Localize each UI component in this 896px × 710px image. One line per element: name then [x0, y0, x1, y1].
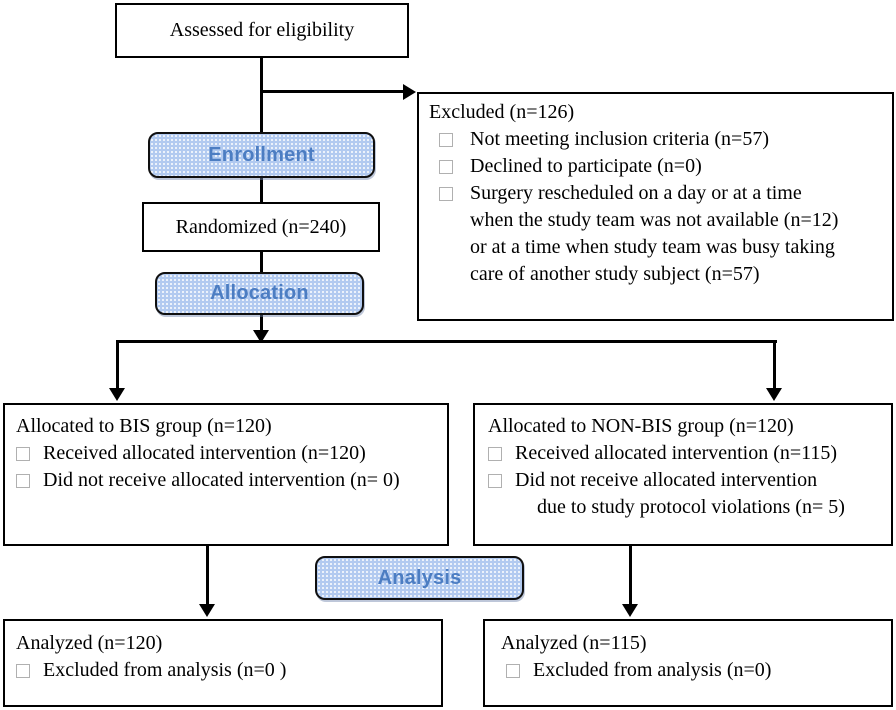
connector-assessed-to-randomized — [260, 56, 263, 202]
analyzed-nonbis-item-1: Excluded from analysis (n=0) — [501, 657, 887, 684]
allocated-bis-title: Allocated to BIS group (n=120) — [16, 415, 272, 437]
excluded-item-3-line-4: care of another study subject (n=57) — [470, 263, 760, 285]
allocated-bis-item-1: Received allocated intervention (n=120) — [16, 440, 443, 467]
enrollment-stage-pill: Enrollment — [148, 132, 375, 178]
analyzed-nonbis-title: Analyzed (n=115) — [501, 632, 647, 654]
excluded-title: Excluded (n=126) — [429, 101, 575, 123]
analyzed-bis-title: Analyzed (n=120) — [16, 632, 163, 654]
excluded-item-2: Declined to participate (n=0) — [429, 153, 884, 180]
excluded-box: Excluded (n=126) Not meeting inclusion c… — [417, 92, 894, 321]
assessed-label: Assessed for eligibility — [169, 19, 355, 41]
allocated-nonbis-title: Allocated to NON-BIS group (n=120) — [488, 415, 794, 437]
connector-split-bar — [116, 340, 777, 343]
randomized-box: Randomized (n=240) — [142, 202, 380, 252]
square-bullet-icon — [16, 474, 30, 488]
allocated-nonbis-item-2-line-1: Did not receive allocated intervention — [515, 469, 818, 491]
allocated-bis-item-2-text: Did not receive allocated intervention (… — [43, 469, 400, 491]
square-bullet-icon — [439, 160, 453, 174]
allocated-nonbis-item-1-text: Received allocated intervention (n=115) — [515, 442, 838, 464]
excluded-item-1-text: Not meeting inclusion criteria (n=57) — [470, 128, 769, 150]
allocated-bis-item-1-text: Received allocated intervention (n=120) — [43, 442, 366, 464]
square-bullet-icon — [488, 474, 502, 488]
square-bullet-icon — [439, 133, 453, 147]
square-bullet-icon — [439, 187, 453, 201]
allocated-nonbis-item-2: Did not receive allocated intervention d… — [488, 467, 887, 521]
allocated-nonbis-item-2-text: Did not receive allocated intervention d… — [515, 467, 845, 521]
connector-split-to-nonbis — [773, 343, 776, 389]
excluded-item-3: Surgery rescheduled on a day or at a tim… — [429, 180, 884, 288]
allocated-bis-item-2: Did not receive allocated intervention (… — [16, 467, 443, 494]
arrowhead-bis-analyzed — [199, 604, 215, 617]
analyzed-nonbis-box: Analyzed (n=115) Excluded from analysis … — [483, 619, 893, 707]
connector-split-to-bis — [116, 343, 119, 389]
allocation-label: Allocation — [210, 282, 309, 304]
connector-nonbis-to-analyzed — [629, 546, 632, 606]
allocated-bis-box: Allocated to BIS group (n=120) Received … — [3, 403, 449, 546]
connector-bis-to-analyzed — [206, 546, 209, 606]
allocated-nonbis-box: Allocated to NON-BIS group (n=120) Recei… — [473, 403, 893, 546]
allocated-nonbis-item-1: Received allocated intervention (n=115) — [488, 440, 887, 467]
excluded-item-3-text: Surgery rescheduled on a day or at a tim… — [470, 180, 838, 288]
arrowhead-nonbis-allocation — [766, 388, 782, 401]
arrowhead-split — [253, 330, 269, 343]
connector-allocation-to-split — [260, 315, 263, 332]
analyzed-bis-box: Analyzed (n=120) Excluded from analysis … — [3, 619, 443, 707]
excluded-item-3-line-3: or at a time when study team was busy ta… — [470, 236, 835, 258]
excluded-item-3-line-2: when the study team was not available (n… — [470, 209, 839, 231]
enrollment-label: Enrollment — [208, 143, 315, 166]
arrowhead-nonbis-analyzed — [622, 604, 638, 617]
square-bullet-icon — [16, 664, 30, 678]
assessed-for-eligibility-box: Assessed for eligibility — [115, 3, 409, 58]
arrowhead-bis-allocation — [109, 388, 125, 401]
randomized-label: Randomized (n=240) — [175, 215, 347, 238]
analysis-stage-pill: Analysis — [315, 556, 524, 600]
analysis-label: Analysis — [377, 566, 462, 589]
allocated-nonbis-item-2-line-2: due to study protocol violations (n= 5) — [537, 496, 845, 518]
allocation-stage-pill: Allocation — [155, 272, 364, 315]
excluded-item-2-text: Declined to participate (n=0) — [470, 155, 702, 177]
square-bullet-icon — [506, 664, 520, 678]
excluded-item-1: Not meeting inclusion criteria (n=57) — [429, 126, 884, 153]
arrowhead-excluded — [403, 84, 416, 100]
square-bullet-icon — [488, 447, 502, 461]
analyzed-bis-item-1: Excluded from analysis (n=0 ) — [16, 657, 437, 684]
square-bullet-icon — [16, 447, 30, 461]
excluded-item-3-line-1: Surgery rescheduled on a day or at a tim… — [470, 182, 802, 204]
analyzed-nonbis-item-1-text: Excluded from analysis (n=0) — [533, 659, 772, 681]
analyzed-bis-item-1-text: Excluded from analysis (n=0 ) — [43, 659, 287, 681]
connector-branch-to-excluded — [261, 90, 404, 93]
